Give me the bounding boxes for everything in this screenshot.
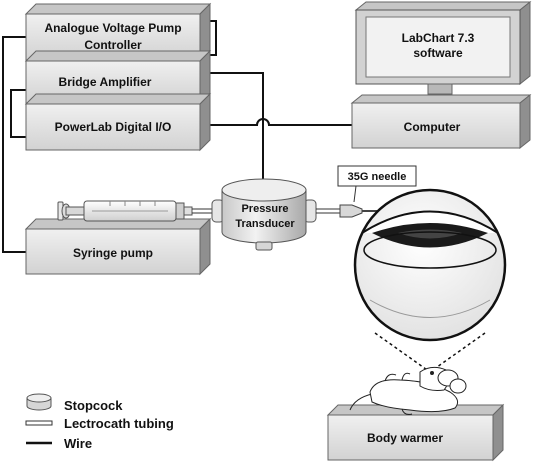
- powerlab-box: PowerLab Digital I/O: [24, 92, 212, 152]
- legend-stopcock-label: Stopcock: [64, 398, 123, 413]
- mouse-icon: [349, 366, 467, 415]
- computer-box: Computer: [350, 93, 532, 150]
- legend-item-stopcock: Stopcock: [26, 393, 123, 413]
- legend-tubing-label: Lectrocath tubing: [64, 416, 174, 431]
- pressure-transducer: Pressure Transducer: [211, 178, 317, 251]
- powerlab-label: PowerLab Digital I/O: [55, 120, 172, 134]
- monitor-label-1: LabChart 7.3: [402, 31, 475, 45]
- pump-controller-label-2: Controller: [84, 38, 142, 52]
- bridge-amplifier-label: Bridge Amplifier: [59, 75, 152, 89]
- transducer-label-2: Transducer: [235, 218, 295, 230]
- needle-label-box: 35G needle: [337, 165, 417, 203]
- body-warmer-box: Body warmer: [326, 403, 505, 462]
- monitor-icon: LabChart 7.3 software: [354, 0, 532, 95]
- legend: Stopcock Lectrocath tubing Wire: [25, 393, 174, 451]
- wire-powerlab-computer: [200, 118, 352, 126]
- monitor-label-2: software: [413, 46, 463, 60]
- tubing-transducer-needle: [316, 208, 340, 214]
- legend-wire-label: Wire: [64, 436, 92, 451]
- syringe-pump-label: Syringe pump: [73, 246, 153, 260]
- tubing-legend-icon: [25, 420, 53, 426]
- computer-label: Computer: [404, 120, 461, 134]
- pump-controller-label-1: Analogue Voltage Pump: [44, 21, 181, 35]
- tubing-syringe-transducer: [192, 208, 214, 214]
- transducer-label-1: Pressure: [241, 203, 288, 215]
- legend-item-tubing: Lectrocath tubing: [25, 416, 174, 431]
- syringe-pump-box: Syringe pump: [24, 217, 212, 276]
- needle-label: 35G needle: [348, 171, 407, 183]
- wire-bridge-transducer: [200, 72, 264, 180]
- eye-icon: [353, 188, 507, 342]
- body-warmer-label: Body warmer: [367, 431, 443, 445]
- wire-controller-syringe-pump: [2, 36, 26, 253]
- syringe-icon: [57, 200, 193, 222]
- wire-bridge-powerlab: [10, 89, 26, 138]
- projection-lines: [374, 332, 486, 373]
- legend-item-wire: Wire: [26, 436, 92, 451]
